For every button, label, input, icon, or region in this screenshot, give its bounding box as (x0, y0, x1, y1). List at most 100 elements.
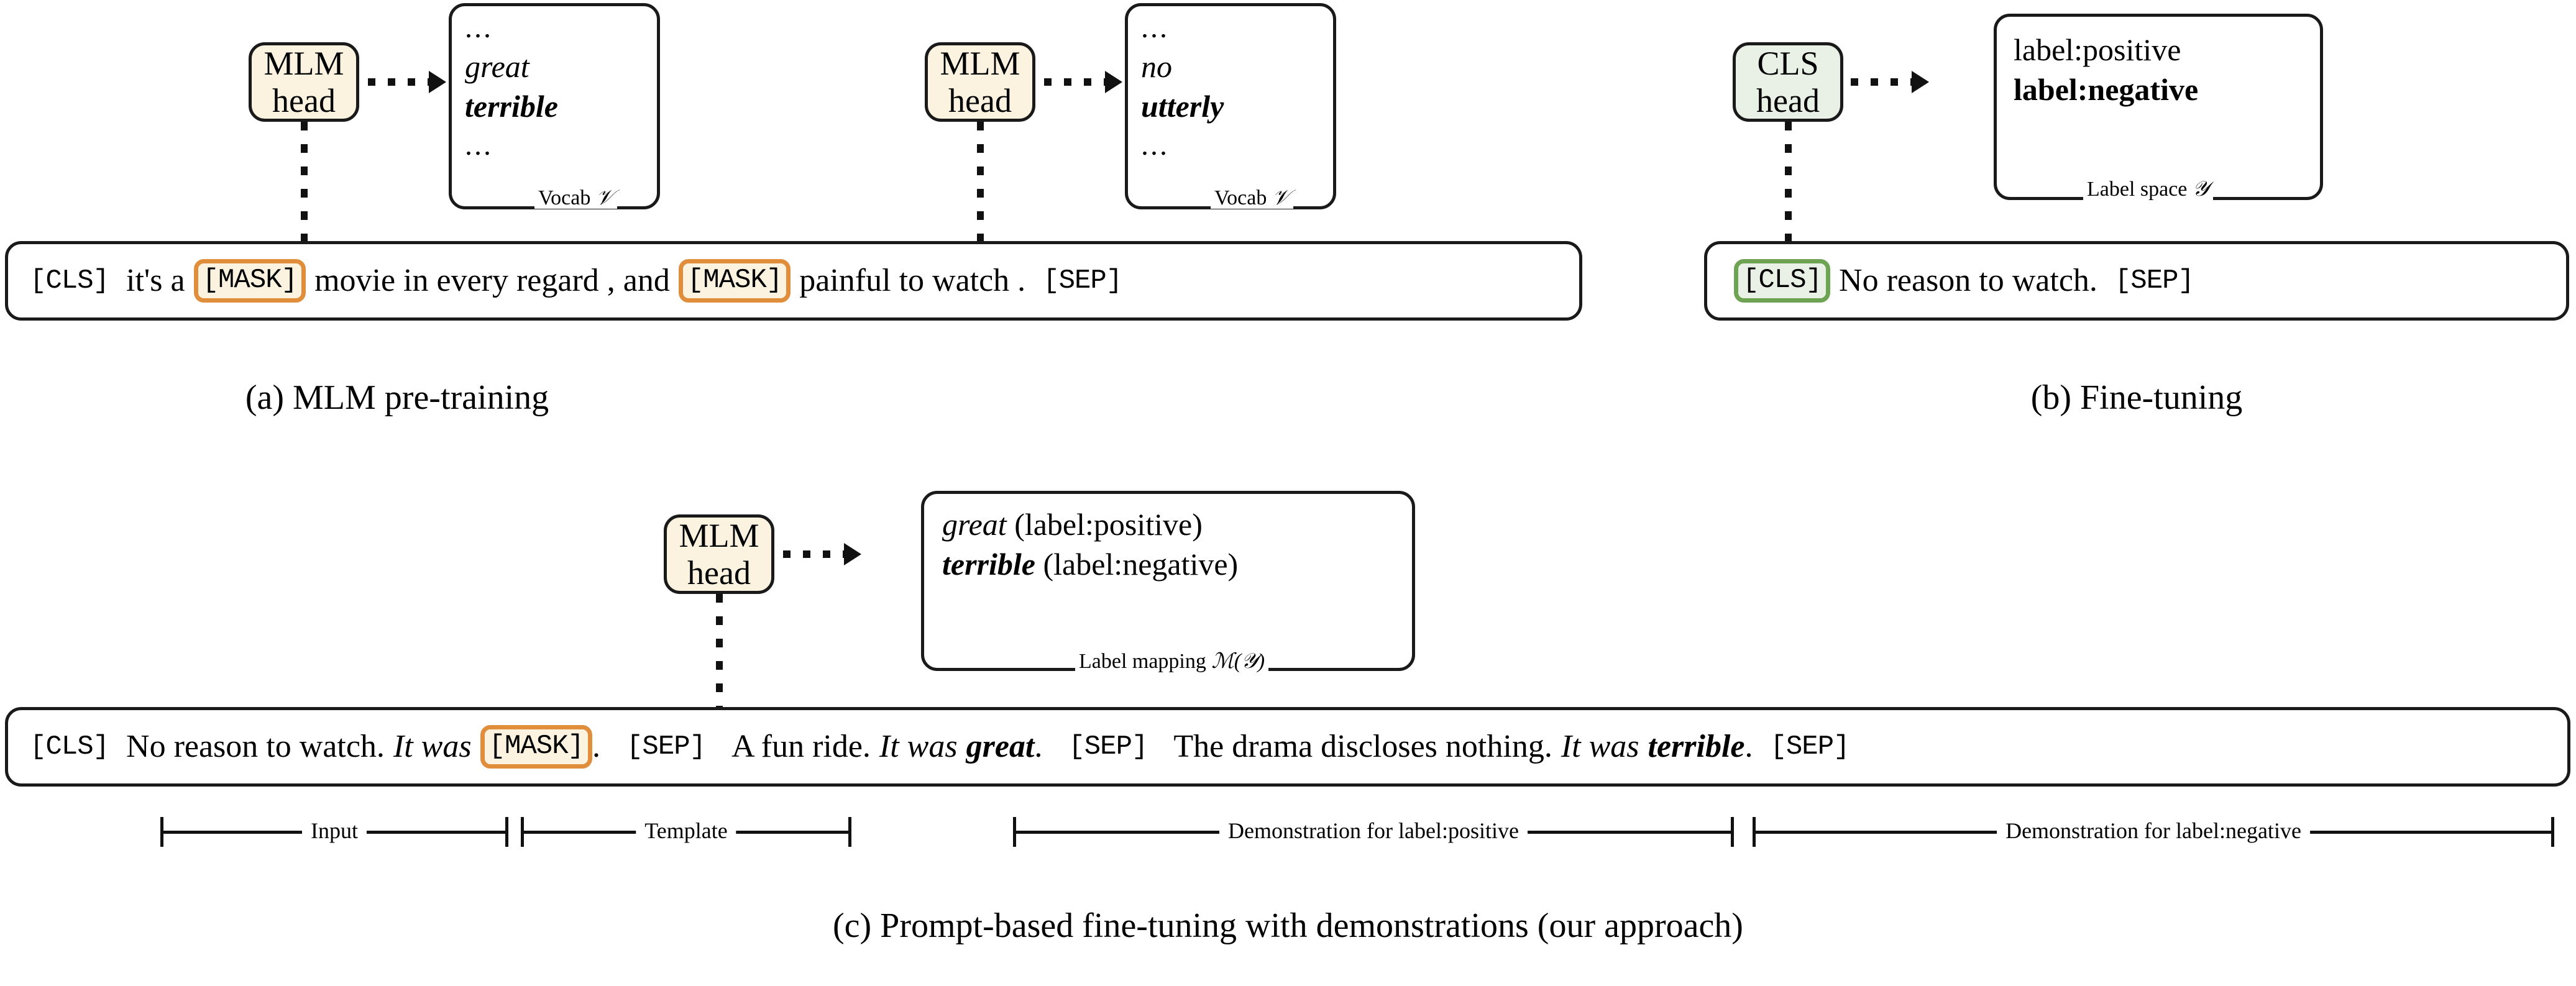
label-positive: label:positive (2014, 32, 2181, 67)
dotted-arrow-c (783, 543, 863, 565)
sentence-b: [CLS] No reason to watch. [SEP] (1734, 259, 2194, 303)
vocab-word-no: no (1141, 49, 1172, 84)
caption-panel-b: (b) Fine-tuning (2030, 378, 2243, 417)
mlm-head-box-a1: MLM head (249, 42, 359, 122)
token-sep-2: [SEP] (1068, 731, 1148, 762)
span-cap-right (2551, 817, 2554, 847)
vocab-bottom-ellipsis: ... (465, 129, 493, 162)
caption-panel-a: (a) MLM pre-training (245, 378, 549, 417)
vocab-bottom-ellipsis: ... (1141, 129, 1169, 162)
label-space-caption-symbol: 𝒴 (2192, 178, 2209, 201)
sentence-a: [CLS] it's a [MASK] movie in every regar… (30, 259, 1122, 303)
vocab-word-utterly: utterly (1141, 89, 1224, 124)
sentence-a-text-3: painful to watch . (799, 263, 1026, 298)
mapping-word-great: great (942, 507, 1007, 542)
label-space-caption-text: Label space (2087, 178, 2188, 201)
cls-head-line1: CLS (1757, 44, 1819, 82)
vocab-box-a1-caption: Vocab 𝒱 (534, 186, 618, 209)
span-label-input: Input (302, 815, 367, 846)
mlm-head-line2: head (687, 554, 751, 591)
token-cls-highlighted[interactable]: [CLS] (1734, 259, 1831, 303)
mlm-head-line1: MLM (264, 44, 344, 82)
vocab-top-ellipsis: ... (465, 11, 493, 44)
vocab-box-a1-content: ... great terrible ... (465, 9, 558, 165)
dotted-arrow-a2 (1044, 71, 1124, 93)
token-mask-2[interactable]: [MASK] (678, 259, 791, 303)
label-mapping-caption-symbol: ℳ(𝒴) (1211, 650, 1265, 673)
sentence-box-b (1704, 241, 2569, 321)
vocab-box-a2 (1125, 3, 1336, 209)
mapping-row-positive: great (label:positive) (942, 504, 1238, 544)
mlm-head-line2: head (948, 82, 1012, 119)
span-cap-right (1731, 817, 1734, 847)
span-cap-left (521, 817, 524, 847)
token-sep: [SEP] (2114, 265, 2194, 296)
demo-positive-text: A fun ride. (731, 729, 871, 764)
sentence-a-text-1: it's a (126, 263, 185, 298)
token-cls: [CLS] (30, 731, 109, 762)
vocab-box-a1 (449, 3, 660, 209)
dotted-link-a1 (301, 122, 308, 246)
mapping-label-positive: (label:positive) (1014, 507, 1203, 542)
label-mapping-caption: Label mapping ℳ(𝒴) (1075, 650, 1269, 673)
caption-panel-c: (c) Prompt-based fine-tuning with demons… (833, 906, 1743, 945)
sentence-b-text: No reason to watch. (1839, 263, 2097, 298)
sentence-box-c (5, 707, 2570, 787)
span-label-demo-negative: Demonstration for label:negative (1997, 815, 2310, 846)
vocab-caption-symbol: 𝒱 (1272, 186, 1290, 209)
vocab-box-a2-content: ... no utterly ... (1141, 9, 1224, 165)
vocab-word-terrible: terrible (465, 89, 558, 124)
token-mask[interactable]: [MASK] (480, 725, 593, 769)
sentence-a-text-2: movie in every regard , and (314, 263, 670, 298)
mlm-head-line1: MLM (940, 44, 1020, 82)
span-bracket-template: Template (521, 815, 851, 847)
dotted-arrow-b (1851, 71, 1930, 93)
span-label-template: Template (636, 815, 736, 846)
vocab-caption-symbol: 𝒱 (595, 186, 614, 209)
label-space-caption: Label space 𝒴 (2083, 179, 2213, 200)
cls-head-box: CLS head (1733, 42, 1843, 122)
span-cap-right (505, 817, 508, 847)
span-cap-left (1753, 817, 1756, 847)
dotted-link-c (716, 594, 723, 712)
label-mapping-box (921, 491, 1415, 671)
vocab-top-ellipsis: ... (1141, 11, 1169, 44)
cls-head-line2: head (1756, 82, 1820, 119)
token-sep-1: [SEP] (626, 731, 706, 762)
mapping-label-negative: (label:negative) (1043, 547, 1239, 582)
mlm-head-box-c: MLM head (664, 514, 774, 594)
mapping-word-terrible: terrible (942, 547, 1035, 582)
sentence-c-template-suffix: . (592, 729, 601, 764)
mlm-head-line1: MLM (679, 516, 759, 554)
demo-positive-period: . (1034, 729, 1043, 764)
vocab-caption-text: Vocab (1214, 186, 1267, 209)
span-cap-left (160, 817, 163, 847)
span-label-demo-positive: Demonstration for label:positive (1219, 815, 1528, 846)
label-space-box (1994, 14, 2323, 200)
demo-positive-itwas: It was (879, 729, 958, 764)
token-cls: [CLS] (30, 265, 109, 296)
demo-negative-period: . (1744, 729, 1753, 764)
span-bracket-demo-positive: Demonstration for label:positive (1013, 815, 1734, 847)
token-mask-1[interactable]: [MASK] (193, 259, 306, 303)
demo-negative-text: The drama discloses nothing. (1173, 729, 1552, 764)
sentence-c-template-prefix: It was (393, 729, 472, 764)
vocab-box-a2-caption: Vocab 𝒱 (1211, 186, 1294, 209)
dotted-arrow-a1 (368, 71, 447, 93)
vocab-word-great: great (465, 49, 529, 84)
dotted-link-a2 (977, 122, 984, 246)
mlm-head-line2: head (272, 82, 336, 119)
sentence-c: [CLS] No reason to watch. It was [MASK] … (30, 725, 1850, 769)
label-mapping-content: great (label:positive) terrible (label:n… (942, 504, 1238, 584)
mlm-head-box-a2: MLM head (925, 42, 1035, 122)
demo-negative-word: terrible (1648, 729, 1745, 764)
demo-negative-itwas: It was (1561, 729, 1639, 764)
demo-positive-word: great (966, 729, 1035, 764)
span-cap-left (1013, 817, 1016, 847)
mapping-row-negative: terrible (label:negative) (942, 544, 1238, 584)
span-bracket-demo-negative: Demonstration for label:negative (1753, 815, 2554, 847)
span-bracket-input: Input (160, 815, 508, 847)
label-mapping-caption-text: Label mapping (1079, 650, 1206, 673)
token-sep-3: [SEP] (1770, 731, 1850, 762)
dotted-link-b (1785, 122, 1792, 246)
